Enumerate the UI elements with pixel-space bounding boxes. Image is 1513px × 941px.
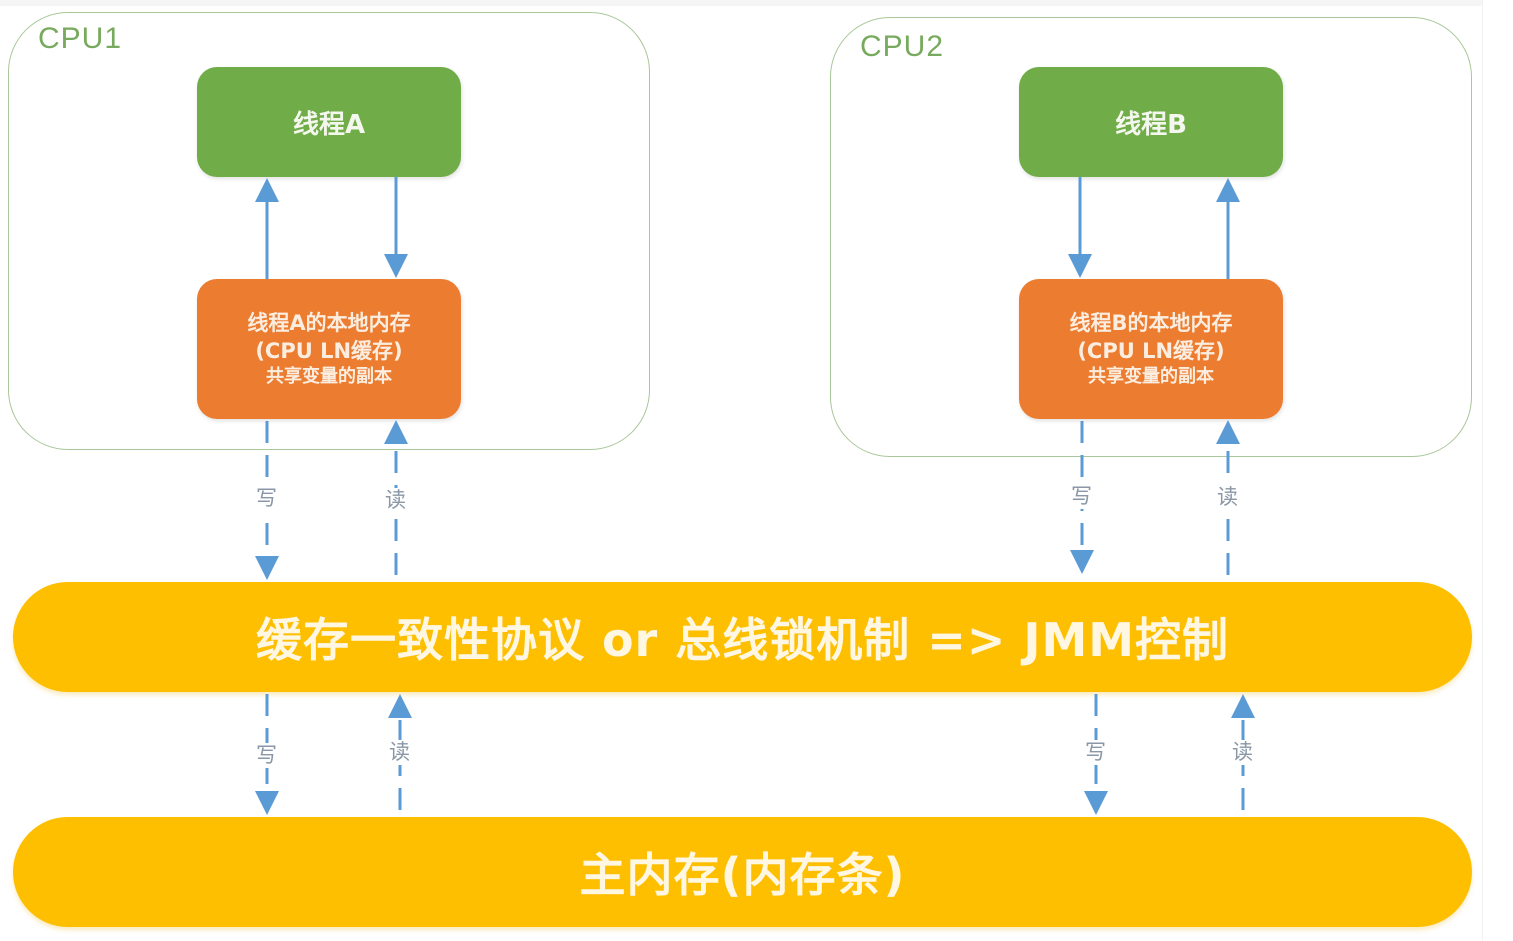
local-memory-b-subtitle: (CPU LN缓存): [1077, 338, 1225, 363]
read-label-cpu1-upper: 读: [385, 488, 406, 513]
thread-a-label: 线程A: [292, 109, 366, 140]
thread-a-box: 线程A: [197, 67, 461, 177]
local-memory-a-title: 线程A的本地内存: [247, 310, 411, 335]
jmm-control-bar: 缓存一致性协议 or 总线锁机制 => JMM控制: [13, 582, 1472, 692]
thread-a-local-memory-box: 线程A的本地内存 (CPU LN缓存) 共享变量的副本: [197, 279, 461, 419]
right-border-strip: [1482, 0, 1513, 941]
thread-b-box: 线程B: [1019, 67, 1283, 177]
jmm-control-label: 缓存一致性协议 or 总线锁机制 => JMM控制: [255, 613, 1230, 667]
main-memory-bar: 主内存(内存条): [13, 817, 1472, 927]
cpu1-label: CPU1: [38, 22, 123, 55]
local-memory-a-note: 共享变量的副本: [266, 366, 392, 388]
local-memory-a-subtitle: (CPU LN缓存): [255, 338, 403, 363]
read-label-memory-right: 读: [1232, 740, 1253, 765]
local-memory-b-title: 线程B的本地内存: [1069, 310, 1233, 335]
cpu1-container: [8, 12, 650, 450]
local-memory-b-note: 共享变量的副本: [1088, 366, 1214, 388]
read-label-memory-left: 读: [389, 740, 410, 765]
write-label-memory-left: 写: [256, 743, 277, 768]
write-label-cpu2-upper: 写: [1071, 484, 1092, 509]
thread-b-label: 线程B: [1115, 109, 1187, 140]
top-border-strip: [0, 0, 1483, 6]
cpu2-label: CPU2: [860, 30, 945, 63]
write-label-cpu1-upper: 写: [256, 486, 277, 511]
thread-b-local-memory-box: 线程B的本地内存 (CPU LN缓存) 共享变量的副本: [1019, 279, 1283, 419]
cpu2-container: [830, 17, 1472, 457]
read-label-cpu2-upper: 读: [1217, 485, 1238, 510]
write-label-memory-right: 写: [1085, 740, 1106, 765]
main-memory-label: 主内存(内存条): [579, 848, 906, 902]
